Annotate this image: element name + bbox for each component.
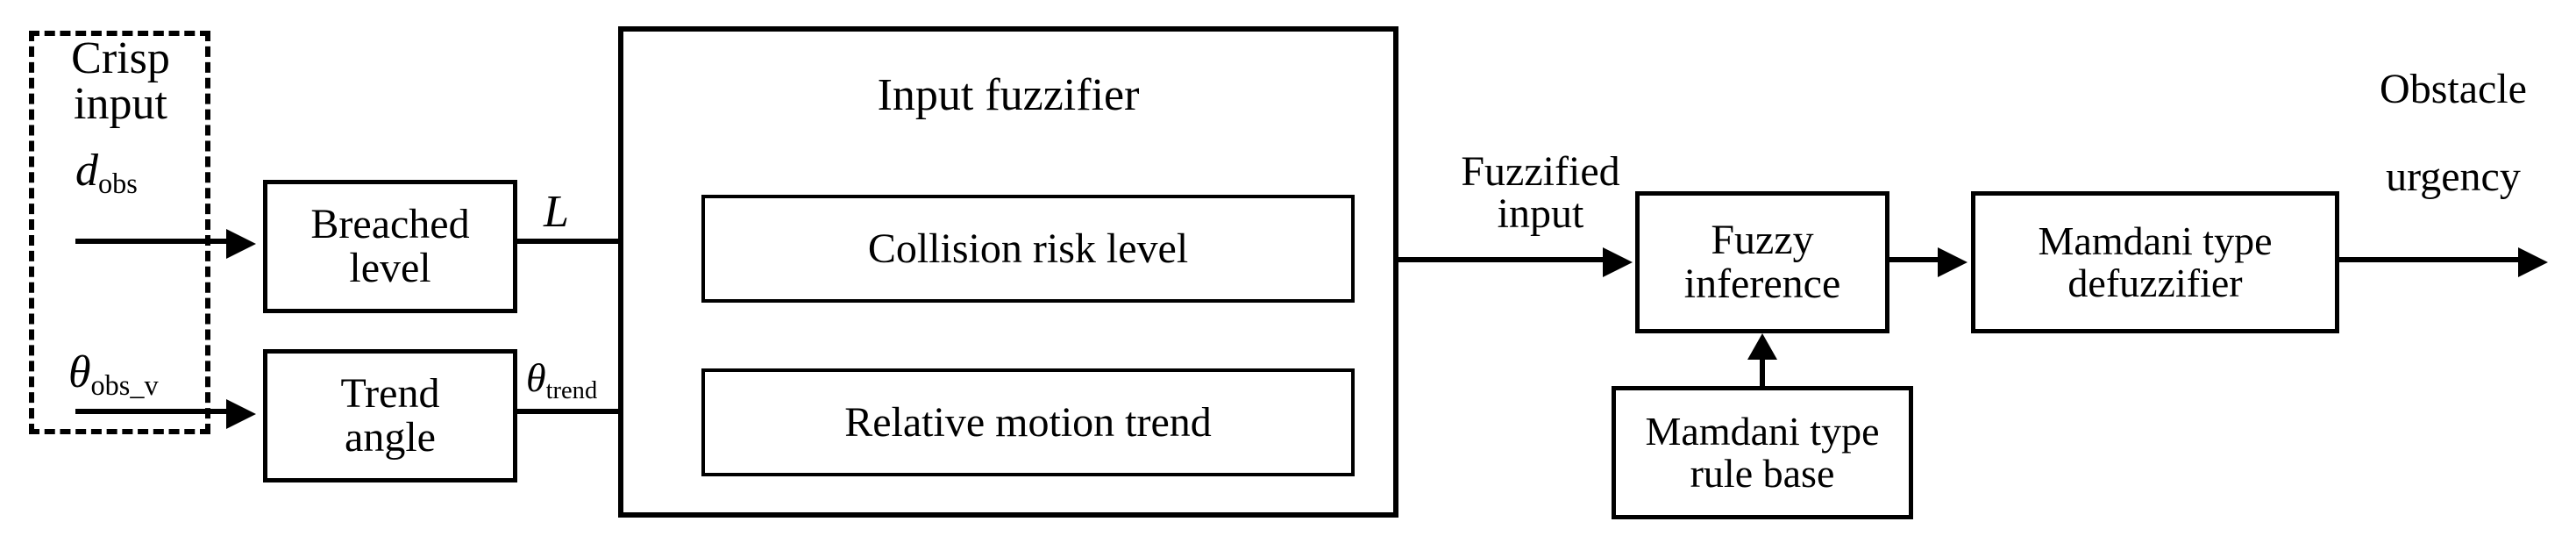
collision-risk-level-label: Collision risk level: [867, 225, 1189, 272]
trend-angle-line1: Trend: [340, 370, 440, 418]
arrow-inference-to-defuzzifier-line: [1889, 257, 1942, 262]
theta-obs-v-base: θ: [68, 347, 91, 397]
defuzzifier-line1: Mamdani type: [2038, 218, 2273, 264]
d-obs-subscript: obs: [98, 168, 138, 200]
d-obs-base: d: [75, 146, 98, 196]
signal-output-line2: urgency: [2386, 154, 2521, 200]
arrow-d-obs-line: [75, 239, 233, 244]
rule-base-line1: Mamdani type: [1645, 409, 1880, 454]
block-collision-risk-level[interactable]: Collision risk level: [701, 195, 1355, 303]
trend-angle-line2: angle: [345, 414, 436, 461]
signal-fuzzified-line2: input: [1497, 190, 1584, 237]
arrow-d-obs-head: [226, 229, 256, 259]
theta-trend-subscript: trend: [545, 376, 598, 404]
input-symbol-d-obs: dobs: [75, 147, 138, 198]
arrow-fuzzified-line: [1398, 257, 1609, 262]
signal-output-line1: Obstacle: [2380, 66, 2527, 112]
arrow-L-line: [517, 239, 675, 244]
crisp-input-group: [29, 31, 210, 434]
breached-level-line2: level: [349, 245, 431, 291]
arrow-inference-to-defuzzifier-head: [1938, 247, 1968, 277]
block-fuzzy-inference[interactable]: Fuzzy inference: [1635, 191, 1889, 333]
theta-obs-v-subscript: obs_v: [90, 369, 159, 402]
arrow-output-line: [2339, 257, 2523, 262]
block-trend-angle[interactable]: Trend angle: [263, 349, 517, 482]
theta-trend-base: θ: [526, 355, 546, 400]
crisp-input-label-line2: input: [74, 79, 167, 129]
arrow-theta-trend-line: [517, 409, 675, 414]
relative-motion-trend-label: Relative motion trend: [844, 398, 1212, 446]
arrow-fuzzified-head: [1603, 247, 1633, 277]
arrow-output-head: [2518, 247, 2548, 277]
crisp-input-label-line1: Crisp: [71, 33, 170, 83]
rule-base-line2: rule base: [1690, 451, 1835, 496]
block-mamdani-rule-base[interactable]: Mamdani type rule base: [1612, 386, 1913, 519]
input-symbol-theta-obs-v: θobs_v: [68, 349, 159, 400]
block-mamdani-defuzzifier[interactable]: Mamdani type defuzzifier: [1971, 191, 2339, 333]
breached-level-line1: Breached: [310, 201, 470, 248]
arrow-theta-obs-v-line: [75, 409, 233, 414]
block-relative-motion-trend[interactable]: Relative motion trend: [701, 368, 1355, 476]
fuzzy-inference-line1: Fuzzy: [1711, 217, 1814, 264]
arrow-rulebase-head: [1747, 333, 1777, 360]
block-breached-level[interactable]: Breached level: [263, 180, 517, 313]
fuzzy-inference-line2: inference: [1683, 261, 1841, 307]
arrow-theta-obs-v-head: [226, 399, 256, 429]
input-fuzzifier-title: Input fuzzifier: [877, 70, 1140, 120]
arrow-rulebase-line: [1760, 360, 1765, 390]
defuzzifier-line2: defuzzifier: [2067, 261, 2243, 305]
signal-theta-trend-label: θtrend: [526, 355, 598, 404]
signal-L-label: L: [544, 187, 569, 237]
signal-fuzzified-line1: Fuzzified: [1461, 148, 1620, 195]
